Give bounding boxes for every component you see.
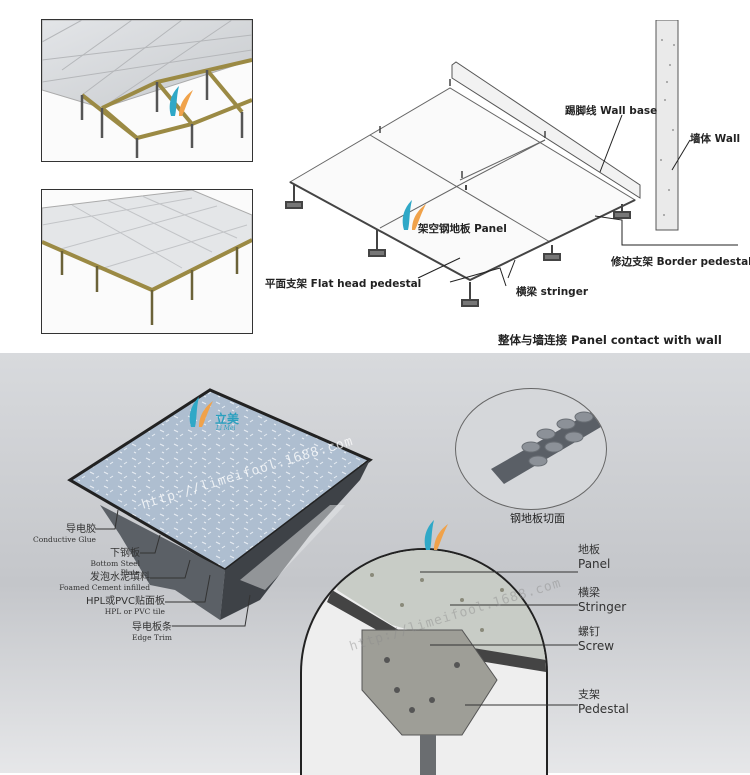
brand-logo-icon-bottom [185,393,215,433]
label-stringer-detail: 横梁 Stringer [578,584,626,614]
panel-contact-with-wall-diagram [285,20,738,307]
label-stringer-detail-en: Stringer [578,600,627,614]
legend-bottom-steel-plate-cn: 下钢板 [110,548,140,559]
pedestal-leader-lines [420,571,578,706]
legend-conductive-glue-cn: 导电胶 [66,524,96,535]
label-screw-detail-en: Screw [578,639,615,653]
label-screw-detail-cn: 螺钉 [578,625,600,638]
label-panel-detail: 地板 Panel [578,541,610,571]
legend-bottom-steel-plate: 下钢板 Bottom Steel Plate [70,544,141,577]
legend-leader-lines [95,509,251,627]
legend-conductive-glue-en: Conductive Glue [32,535,96,544]
stringer-system-illustration [42,20,252,158]
label-pedestal-detail: 支架 Pedestal [578,686,629,716]
brand-logo-sub: Li Mei [216,425,236,432]
legend-edge-trim: 导电板条 Edge Trim [80,618,172,642]
raised-floor-illustration [42,190,252,325]
panel-cross-section-illustration [67,388,373,620]
wall-illustration [655,20,679,231]
legend-foamed-cement-cn: 发泡水泥填料 [90,572,150,583]
label-panel-detail-cn: 地板 [578,543,600,556]
pedestals-illustration [285,185,631,307]
legend-bottom-steel-plate-en: Bottom Steel Plate [90,559,141,577]
raised-floor-thumbnail [41,189,253,334]
label-panel-detail-en: Panel [578,557,611,571]
stringer-system-thumbnail [41,19,253,162]
caption-cutaway: 钢地板切面 [510,512,565,525]
legend-hpl-pvc-tile-en: HPL or PVC tile [104,607,165,616]
label-wall-base: 踢脚线 Wall base [565,105,658,117]
cutaway-detail-circle [455,388,607,510]
legend-foamed-cement: 发泡水泥填料 Foamed Cement infilled [50,568,150,592]
label-screw-detail: 螺钉 Screw [578,623,614,653]
legend-hpl-pvc-tile-cn: HPL或PVC贴面板 [86,596,165,607]
brand-logo-text: 立美 [215,412,240,426]
label-pedestal-detail-cn: 支架 [578,688,600,701]
brand-logo-icon-detail [420,516,450,556]
label-wall: 墙体 Wall [690,133,741,145]
legend-foamed-cement-en: Foamed Cement infilled [59,583,150,592]
label-panel: 架空钢地板 Panel [418,223,507,235]
brand-logo-icon [398,196,428,236]
label-flat-head-pedestal: 平面支架 Flat head pedestal [265,278,422,290]
caption-panel-contact-with-wall: 整体与墙连接 Panel contact with wall [498,333,722,347]
label-stringer-detail-cn: 横梁 [578,586,600,599]
wall-base-illustration [451,61,641,199]
brand-logo-icon-thumb [165,82,195,122]
label-pedestal-detail-en: Pedestal [578,702,629,716]
label-stringer: 横梁 stringer [516,286,588,298]
label-border-pedestal: 修边支架 Border pedestal [611,256,750,268]
legend-edge-trim-cn: 导电板条 [132,622,172,633]
pedestal-detail-circle [300,548,548,775]
legend-hpl-pvc-tile: HPL或PVC贴面板 HPL or PVC tile [55,592,165,616]
legend-conductive-glue: 导电胶 Conductive Glue [26,520,96,544]
legend-edge-trim-en: Edge Trim [132,633,172,642]
